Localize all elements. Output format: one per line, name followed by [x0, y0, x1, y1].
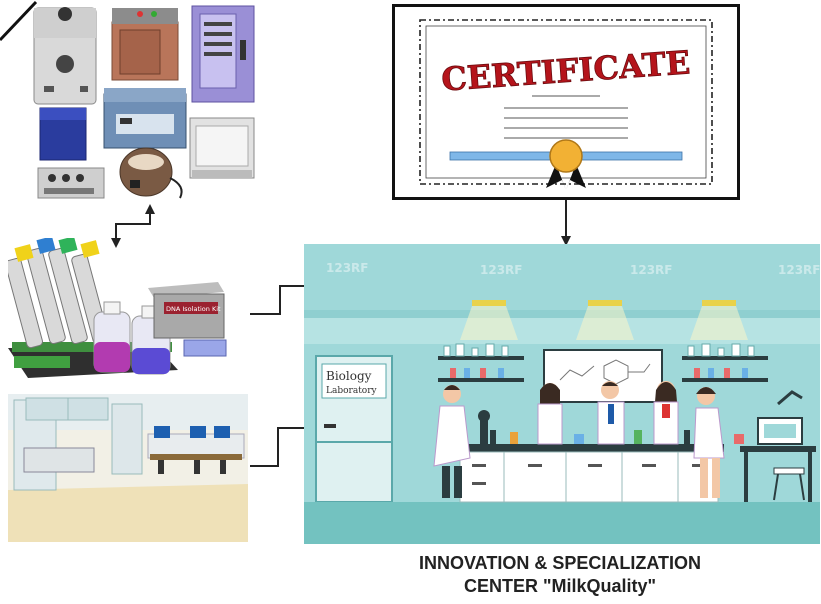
centrifuge-device [103, 88, 187, 149]
heating-mantle [119, 147, 183, 199]
scientist-center-left [537, 383, 563, 445]
muffle-furnace [111, 8, 179, 81]
biology-laboratory-illustration: 123RF 123RF 123RF 123RF 123RF 123RF Biol… [304, 244, 820, 544]
scientist-left [433, 385, 490, 498]
certificate-seal-icon [546, 139, 586, 190]
center-caption: INNOVATION & SPECIALIZATION CENTER "Milk… [300, 552, 820, 598]
certificate-illustration: CERTIFICATE [392, 4, 740, 200]
pipettes-and-reagents-illustration: DNA Isolation Kit [8, 238, 227, 378]
watermark-text: 123RF [480, 263, 523, 277]
scientist-figures [433, 381, 725, 498]
ceiling-lamps [472, 300, 736, 306]
scientist-center [597, 381, 625, 445]
caption-line-2: CENTER "MilkQuality" [463, 576, 657, 596]
incubator-cabinet [191, 5, 255, 103]
office-room-illustration [8, 394, 248, 542]
wall-shelves [438, 343, 768, 382]
scientist-right [693, 387, 725, 498]
water-bath-device [37, 167, 105, 199]
watermark-text: 123RF [630, 263, 673, 277]
caption-line-1: INNOVATION & SPECIALIZATION [419, 553, 701, 573]
lab-equipment-illustration [33, 5, 255, 199]
pipettes [8, 238, 110, 349]
dna-isolation-kit-box: DNA Isolation Kit [148, 282, 227, 357]
bench-glassware [490, 430, 744, 444]
watermark-text: 123RF [326, 261, 369, 275]
scientist-center-right [653, 381, 679, 445]
lab-bench [454, 444, 724, 503]
blue-bath-device [39, 107, 87, 161]
watermark-text: 123RF [778, 263, 820, 277]
corner-stroke [0, 0, 38, 42]
certificate-text-lines [504, 95, 628, 139]
laboratory-door: Biology Laboratory [315, 355, 393, 503]
arrow-certificate-to-lab [561, 200, 571, 246]
bidirectional-arrow [111, 204, 155, 248]
door-sign-biology: Biology [326, 369, 372, 383]
computer-desk [740, 390, 816, 502]
hot-plate-device [33, 7, 97, 105]
dna-kit-label: DNA Isolation Kit [166, 305, 221, 313]
laminar-flow-hood [189, 117, 255, 179]
door-sign-laboratory: Laboratory [326, 386, 378, 396]
